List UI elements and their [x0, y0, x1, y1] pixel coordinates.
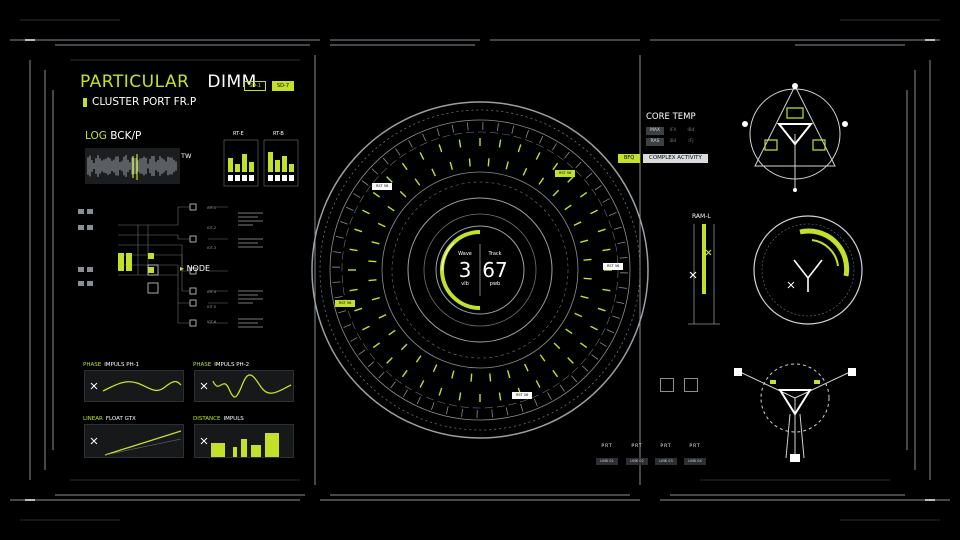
circular-gauge [753, 215, 863, 325]
wave-label: Wave [458, 251, 472, 257]
ct-cell-1[interactable]: MAX [646, 127, 664, 135]
ct-cell-2[interactable]: IFX [669, 128, 677, 133]
link-button-2[interactable]: LINK 02 [626, 458, 648, 465]
port-label-3: IOT-3 [207, 246, 217, 250]
callout-4[interactable]: RST 56 [335, 300, 356, 307]
callout-3[interactable]: RST 56 [603, 263, 624, 270]
log-panel-title: LOG BCK/P [85, 130, 142, 142]
link-button-1[interactable]: LINK 01 [596, 458, 618, 465]
chart-ph2-plot [200, 374, 292, 398]
aux-button-2[interactable] [684, 378, 698, 392]
wave-unit: vlb [461, 281, 469, 287]
chart-ph1 [84, 370, 184, 402]
eq-label-rte: RT-E [233, 131, 244, 137]
link-button-3[interactable]: LINK 03 [655, 458, 677, 465]
track-unit: pwb [489, 281, 501, 287]
port-label-1: IOT-1 [207, 206, 217, 210]
chip-sd7[interactable]: SD-7 [272, 81, 295, 91]
core-temp-grid: MAX IFX IB4 RAS IB4 IFJ [646, 127, 700, 146]
eq-meters [223, 139, 299, 187]
ct-cell-5[interactable]: IB4 [669, 139, 677, 144]
chart-ph2 [194, 370, 294, 402]
port-label-4: IOT-4 [207, 290, 217, 294]
ram-gauge [688, 224, 720, 325]
callout-5[interactable]: RST 56 [512, 392, 533, 399]
chart-ph1-plot [90, 380, 182, 392]
link-button-4[interactable]: LINK 04 [684, 458, 706, 465]
aux-button-1[interactable] [660, 378, 674, 392]
chart-distance-plot [200, 433, 279, 457]
bfq-tag: BFQ [618, 154, 641, 163]
prt-label-3: PRT [660, 444, 672, 449]
chip-sd1[interactable]: SD-1 [244, 81, 267, 91]
log-side-label: TW [181, 152, 192, 160]
wave-value: 3 [458, 258, 472, 282]
node-label: ▸ NODE [180, 264, 211, 273]
chart-distance [194, 424, 294, 458]
track-label: Track [488, 251, 502, 257]
core-temp-title: CORE TEMP [646, 112, 696, 122]
ram-label: RAM-L [692, 213, 711, 220]
port-label-5: IOT-5 [207, 305, 217, 309]
tri-node-diagram [734, 363, 856, 462]
port-label-6: IOT-6 [207, 320, 217, 324]
port-label-2: IOT-2 [207, 226, 217, 230]
callout-1[interactable]: RST 56 [372, 183, 393, 190]
page-subtitle: CLUSTER PORT FR.P [82, 96, 197, 108]
callout-2[interactable]: RST 56 [555, 170, 576, 177]
track-value: 67 [482, 258, 508, 282]
chart-gtx [84, 424, 184, 458]
ct-cell-3[interactable]: IB4 [687, 128, 695, 133]
log-waveform [85, 148, 180, 184]
complex-activity-status: COMPLEX ACTIVITY [643, 154, 708, 163]
chart-gtx-plot [90, 430, 182, 456]
prt-label-4: PRT [689, 444, 701, 449]
ct-cell-6[interactable]: IFJ [688, 139, 694, 144]
eq-label-rtb: RT-B [273, 131, 284, 137]
radial-core [311, 101, 649, 439]
triangle-diagram [742, 83, 848, 192]
title-accent: PARTICULAR [80, 72, 190, 92]
prt-label-2: PRT [631, 444, 643, 449]
prt-label-1: PRT [601, 444, 613, 449]
node-diagram [78, 203, 263, 328]
ct-cell-4[interactable]: RAS [646, 138, 664, 146]
